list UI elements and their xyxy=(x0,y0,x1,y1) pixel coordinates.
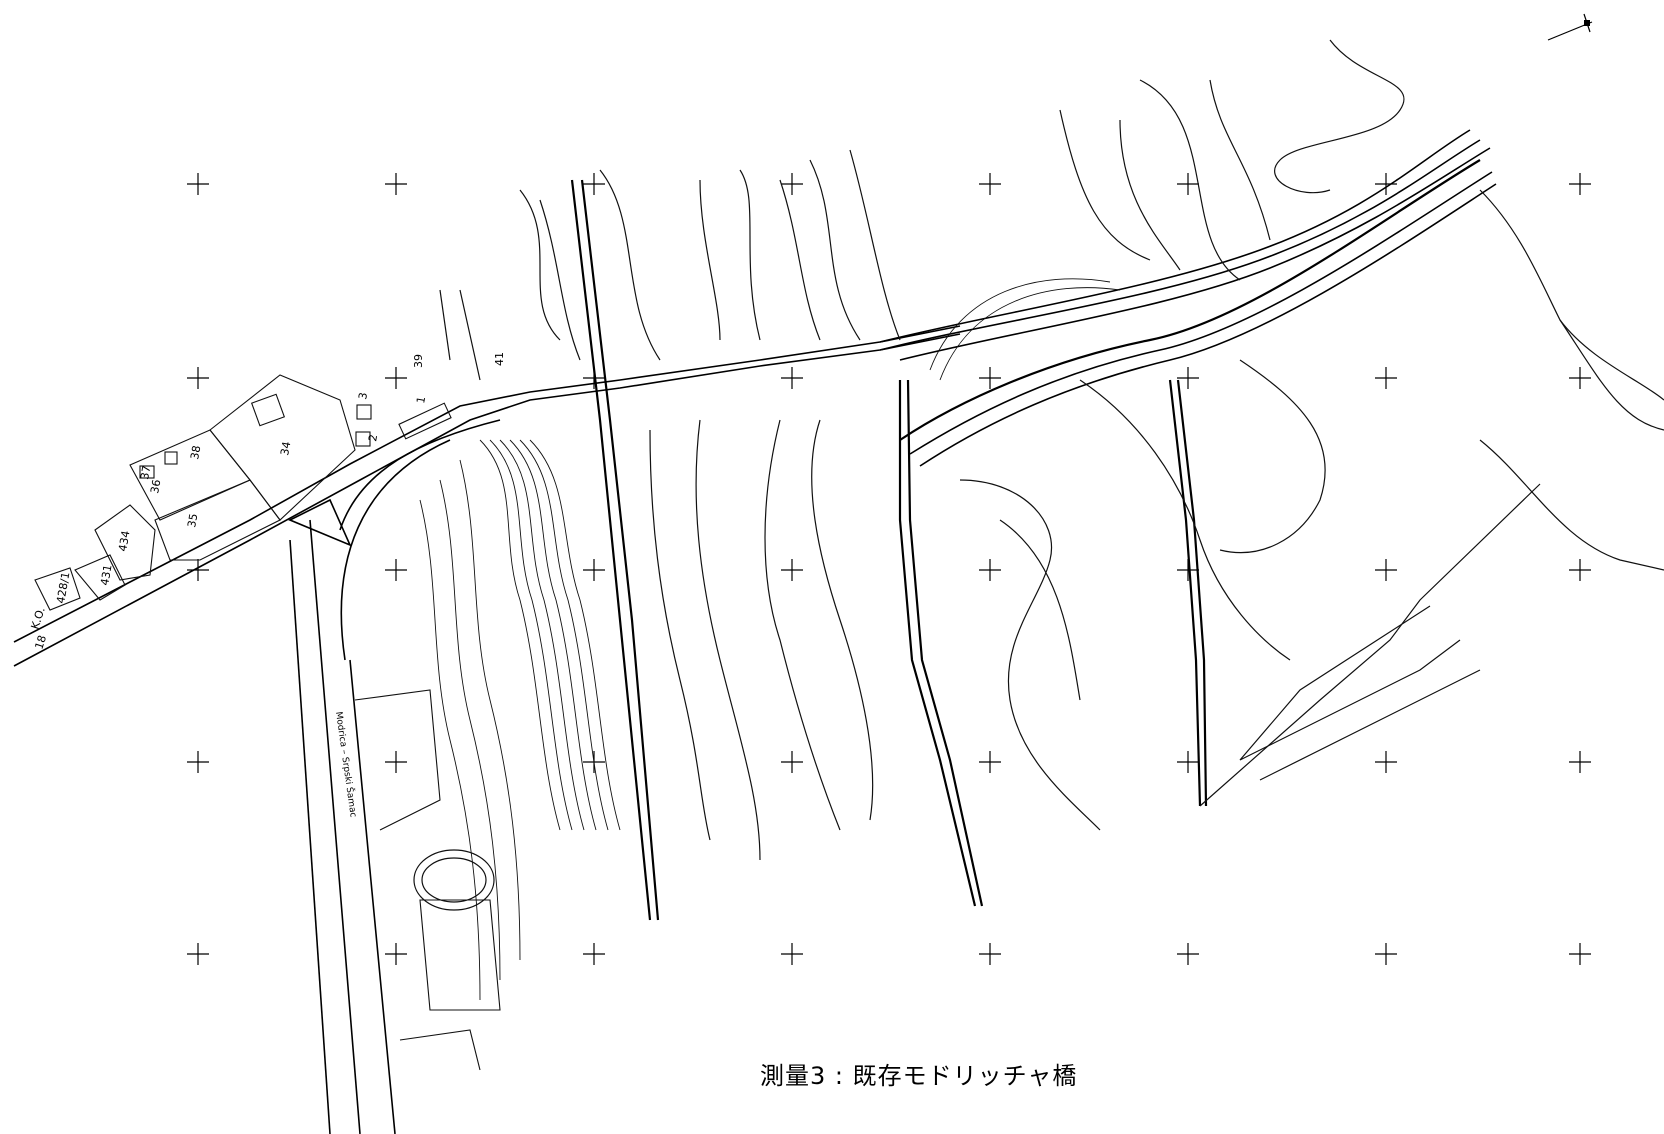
grid-cross-icon xyxy=(187,943,209,965)
parcel-label-37: 37 xyxy=(138,464,153,480)
grid-cross-icon xyxy=(187,751,209,773)
grid-cross-icon xyxy=(979,943,1001,965)
dense-contours xyxy=(419,278,1121,1001)
grid-cross-icon xyxy=(1569,367,1591,389)
survey-grid xyxy=(187,173,1591,965)
grid-cross-icon xyxy=(385,173,407,195)
grid-cross-icon xyxy=(1375,367,1397,389)
parcels xyxy=(34,374,452,611)
grid-cross-icon xyxy=(187,559,209,581)
grid-cross-icon xyxy=(1569,559,1591,581)
grid-cross-icon xyxy=(1375,943,1397,965)
parcel-label-38: 38 xyxy=(188,444,203,460)
structure-lower-left xyxy=(354,689,501,1071)
grid-cross-icon xyxy=(1569,943,1591,965)
north-arrow-icon xyxy=(1547,13,1593,41)
main-road xyxy=(13,325,961,667)
grid-cross-icon xyxy=(1569,751,1591,773)
grid-cross-icon xyxy=(1375,559,1397,581)
parcel-label-ko: K.O. xyxy=(28,606,47,631)
contour-lines xyxy=(439,39,1664,861)
grid-cross-icon xyxy=(583,173,605,195)
grid-cross-icon xyxy=(1177,751,1199,773)
grid-cross-icon xyxy=(385,943,407,965)
map-caption: 測量3 : 既存モドリッチャ橋 xyxy=(760,1062,1078,1090)
parcel-label-18: 18 xyxy=(32,634,49,651)
bridge-deck xyxy=(879,129,1497,467)
grid-cross-icon xyxy=(1375,751,1397,773)
grid-cross-icon xyxy=(1177,367,1199,389)
parcel-label-434: 434 xyxy=(116,530,132,553)
parcel-label-1: 1 xyxy=(414,395,428,404)
parcel-label-2: 2 xyxy=(366,433,380,442)
grid-cross-icon xyxy=(187,173,209,195)
grid-cross-icon xyxy=(781,943,803,965)
grid-cross-icon xyxy=(781,173,803,195)
grid-cross-icon xyxy=(385,367,407,389)
parcel-label-36: 36 xyxy=(148,478,163,494)
river-banks xyxy=(570,179,1208,921)
parcel-label-428: 428/1 xyxy=(54,571,72,604)
grid-cross-icon xyxy=(1569,173,1591,195)
grid-cross-icon xyxy=(979,367,1001,389)
grid-cross-icon xyxy=(979,173,1001,195)
parcel-label-39: 39 xyxy=(412,354,425,368)
parcel-label-34: 34 xyxy=(278,440,293,456)
parcel-label-3: 3 xyxy=(356,391,370,400)
secondary-road xyxy=(288,419,501,1134)
grid-cross-icon xyxy=(781,367,803,389)
grid-cross-icon xyxy=(583,943,605,965)
grid-cross-icon xyxy=(1177,943,1199,965)
embankment-lower-right xyxy=(1199,483,1541,807)
parcel-label-35: 35 xyxy=(185,512,200,528)
grid-cross-icon xyxy=(781,751,803,773)
grid-cross-icon xyxy=(1375,173,1397,195)
grid-cross-icon xyxy=(979,751,1001,773)
grid-cross-icon xyxy=(385,751,407,773)
parcel-labels: 39 41 34 38 37 36 35 434 431 428/1 K.O. … xyxy=(28,352,506,651)
grid-cross-icon xyxy=(583,559,605,581)
parcel-label-431: 431 xyxy=(98,564,114,587)
grid-cross-icon xyxy=(1177,173,1199,195)
parcel-label-41: 41 xyxy=(493,352,506,366)
grid-cross-icon xyxy=(385,559,407,581)
grid-cross-icon xyxy=(187,367,209,389)
grid-cross-icon xyxy=(979,559,1001,581)
grid-cross-icon xyxy=(781,559,803,581)
